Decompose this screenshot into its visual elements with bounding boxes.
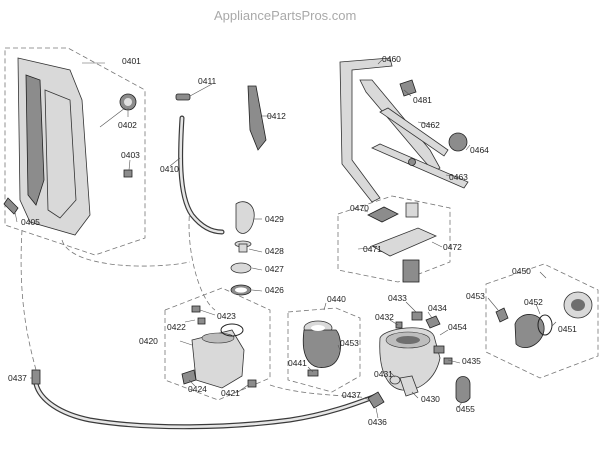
label-0455: 0455	[456, 404, 475, 414]
watermark-text: AppliancePartsPros.com	[214, 8, 356, 23]
label-0410: 0410	[160, 164, 179, 174]
label-0433: 0433	[388, 293, 407, 303]
label-0420: 0420	[139, 336, 158, 346]
label-0427: 0427	[265, 264, 284, 274]
label-0426: 0426	[265, 285, 284, 295]
label-0431: 0431	[374, 369, 393, 379]
label-0437-left: 0437	[8, 373, 27, 383]
label-0432: 0432	[375, 312, 394, 322]
label-0471: 0471	[363, 244, 382, 254]
group-0426-0429-small-parts	[230, 201, 263, 296]
group-0430-sump	[379, 301, 471, 409]
label-0460: 0460	[382, 54, 401, 64]
label-0428: 0428	[265, 246, 284, 256]
label-0451: 0451	[558, 324, 577, 334]
label-0430: 0430	[421, 394, 440, 404]
label-0435: 0435	[462, 356, 481, 366]
connector-heater-to-sump	[269, 384, 371, 399]
group-0410-hose	[169, 83, 272, 235]
label-0411: 0411	[198, 76, 217, 86]
label-0462: 0462	[421, 120, 440, 130]
label-0437-right: 0437	[342, 390, 361, 400]
group-0472-filter	[337, 195, 451, 283]
label-0421: 0421	[221, 388, 240, 398]
label-0453-pump: 0453	[466, 291, 485, 301]
group-0450-drain-pump	[485, 263, 599, 379]
label-0464: 0464	[470, 145, 489, 155]
label-0424: 0424	[188, 384, 207, 394]
group-0440-pump-motor	[287, 302, 361, 393]
label-0463: 0463	[449, 172, 468, 182]
label-0403: 0403	[121, 150, 140, 160]
label-0405: 0405	[21, 217, 40, 227]
group-0420-heater-pump	[164, 287, 271, 401]
label-0402: 0402	[118, 120, 137, 130]
label-0440: 0440	[327, 294, 346, 304]
label-0423: 0423	[217, 311, 236, 321]
label-0436: 0436	[368, 417, 387, 427]
label-0450: 0450	[512, 266, 531, 276]
label-0412: 0412	[267, 111, 286, 121]
group-0460-spray-arm	[339, 57, 471, 203]
label-0441: 0441	[288, 358, 307, 368]
label-0472: 0472	[443, 242, 462, 252]
label-0429: 0429	[265, 214, 284, 224]
connector-panel-to-drain	[20, 229, 37, 371]
group-0437-drain-hose	[30, 369, 385, 430]
group-0401-side-panel	[3, 47, 146, 256]
label-0452: 0452	[524, 297, 543, 307]
label-0422: 0422	[167, 322, 186, 332]
connector-panel-to-hose	[61, 239, 191, 267]
label-0434: 0434	[428, 303, 447, 313]
label-0454: 0454	[448, 322, 467, 332]
label-0481: 0481	[413, 95, 432, 105]
label-0453-motor: 0453	[340, 338, 359, 348]
label-0401: 0401	[122, 56, 141, 66]
label-0470: 0470	[350, 203, 369, 213]
